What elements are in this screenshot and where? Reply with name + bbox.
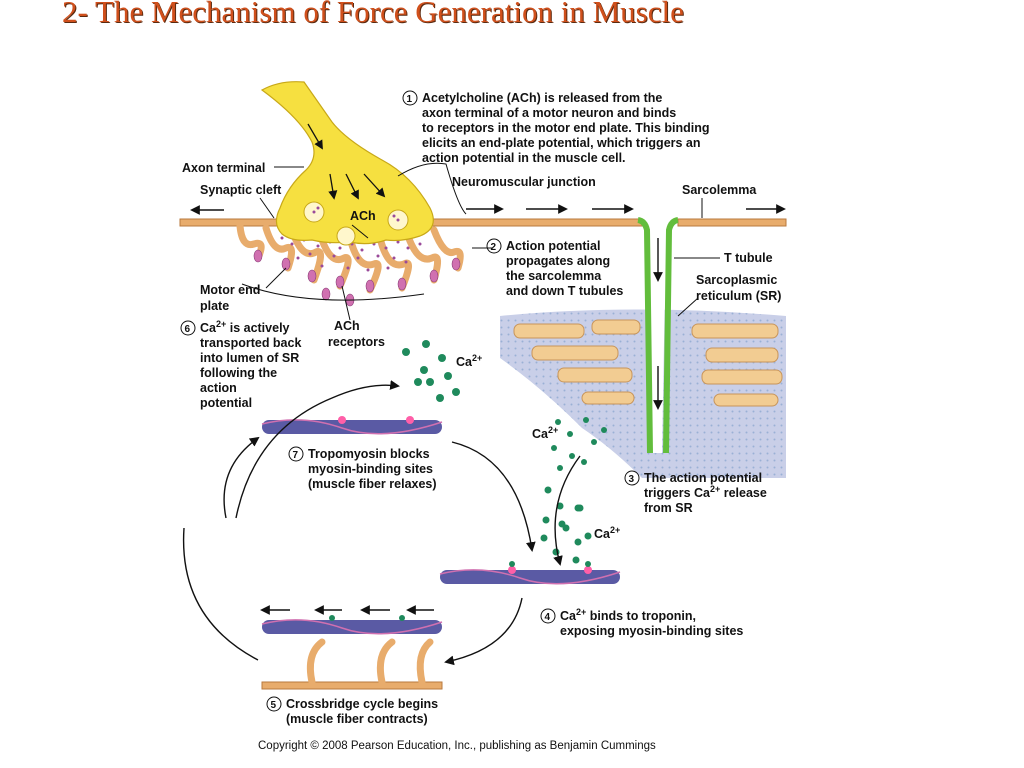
sarcolemma-membrane: [179, 218, 787, 227]
action-potential-arrows: [190, 204, 786, 215]
step-2-line4: and down T tubules: [506, 284, 623, 298]
step-1-line3: to receptors in the motor end plate. Thi…: [422, 121, 710, 135]
step-3: 3 The action potential triggers Ca2+ rel…: [624, 470, 767, 515]
step-3-line2: triggers Ca2+ release: [644, 484, 767, 500]
step-1-badge: [402, 90, 418, 106]
sr-label-line2: reticulum (SR): [696, 289, 781, 303]
ca-label-3: Ca2+: [594, 525, 620, 541]
leader-lines: [259, 166, 720, 321]
ach-label: ACh: [350, 209, 376, 223]
step-7: 7 Tropomyosin blocks myosin-binding site…: [288, 446, 437, 491]
cycle-arrows: [182, 380, 581, 666]
ca-label-2: Ca2+: [532, 425, 558, 441]
sr-label-line1: Sarcoplasmic: [696, 273, 777, 287]
step-6-line1: Ca2+ is actively: [200, 319, 290, 335]
calcium-ions: [402, 340, 607, 564]
ca-label-1: Ca2+: [456, 353, 482, 369]
step-4-line2: exposing myosin-binding sites: [560, 624, 743, 638]
motor-end-plate-label-line2: plate: [200, 299, 229, 313]
copyright-notice: Copyright © 2008 Pearson Education, Inc.…: [258, 740, 656, 752]
step-6-line6: potential: [200, 396, 252, 410]
thin-filament-activated: [439, 561, 621, 585]
step-6-line5: action: [200, 381, 237, 395]
ach-receptors-label-line1: ACh: [334, 319, 360, 333]
t-tubule: [637, 217, 679, 454]
step-3-number: 3: [629, 474, 635, 485]
step-3-line1: The action potential: [644, 471, 762, 485]
synaptic-cleft-label: Synaptic cleft: [200, 183, 282, 197]
step-6-badge: [180, 320, 196, 336]
step-1-line4: elicits an end-plate potential, which tr…: [422, 136, 701, 150]
step-2-line2: propagates along: [506, 254, 610, 268]
nmj-bracket: [397, 162, 467, 215]
step-6-line3: into lumen of SR: [200, 351, 299, 365]
step-7-badge: [288, 446, 304, 462]
sarcolemma-label: Sarcolemma: [682, 183, 757, 197]
step-7-number: 7: [293, 450, 299, 461]
step-1-line2: axon terminal of a motor neuron and bind…: [422, 106, 676, 120]
step-1: 1 Acetylcholine (ACh) is released from t…: [402, 90, 710, 165]
step-5-line1: Crossbridge cycle begins: [286, 697, 438, 711]
step-4-number: 4: [545, 612, 551, 623]
step-2: 2 Action potential propagates along the …: [486, 238, 623, 298]
step-7-line1: Tropomyosin blocks: [308, 447, 430, 461]
neuromuscular-junction-label: Neuromuscular junction: [452, 175, 596, 189]
label-axon-terminal: Axon terminal: [182, 161, 265, 175]
step-7-line3: (muscle fiber relaxes): [308, 477, 437, 491]
step-1-line1: Acetylcholine (ACh) is released from the: [422, 91, 662, 105]
crossbridge-filaments: [260, 605, 443, 690]
motor-end-plate-label-line1: Motor end: [200, 283, 260, 297]
step-2-line1: Action potential: [506, 239, 600, 253]
sarcoplasmic-reticulum-tissue: [500, 309, 786, 478]
slide-title: 2- The Mechanism of Force Generation in …: [62, 0, 684, 29]
ach-receptors: [253, 249, 461, 307]
step-4: 4 Ca2+ binds to troponin, exposing myosi…: [540, 607, 743, 638]
step-5-line2: (muscle fiber contracts): [286, 712, 428, 726]
step-4-badge: [540, 608, 556, 624]
step-4-line1: Ca2+ binds to troponin,: [560, 607, 696, 623]
step-2-number: 2: [491, 242, 497, 253]
step-6-line2: transported back: [200, 336, 301, 350]
step-6: 6 Ca2+ is actively transported back into…: [180, 319, 301, 410]
axon-terminal: [260, 81, 434, 246]
muscle-diagram: Axon terminal Synaptic cleft ACh Motor e…: [179, 81, 787, 752]
step-6-line4: following the: [200, 366, 277, 380]
axon-terminal-label: Axon terminal: [182, 161, 265, 175]
step-7-line2: myosin-binding sites: [308, 462, 433, 476]
step-2-badge: [486, 238, 502, 254]
figure: Axon terminal Synaptic cleft ACh Motor e…: [162, 58, 803, 768]
thin-filament-relaxed: [261, 416, 443, 435]
t-tubule-label: T tubule: [724, 251, 773, 265]
step-1-number: 1: [407, 94, 413, 105]
motor-end-plate: [236, 222, 464, 294]
ach-receptors-label-line2: receptors: [328, 335, 385, 349]
step-5-badge: [266, 696, 282, 712]
step-5-number: 5: [271, 700, 277, 711]
step-3-line3: from SR: [644, 501, 693, 515]
step-5: 5 Crossbridge cycle begins (muscle fiber…: [266, 696, 438, 726]
step-2-line3: the sarcolemma: [506, 269, 602, 283]
step-3-badge: [624, 470, 640, 486]
step-1-line5: action potential in the muscle cell.: [422, 151, 626, 165]
end-plate-bracket: [241, 283, 425, 301]
step-6-number: 6: [185, 324, 191, 335]
ach-molecules: [280, 236, 422, 272]
